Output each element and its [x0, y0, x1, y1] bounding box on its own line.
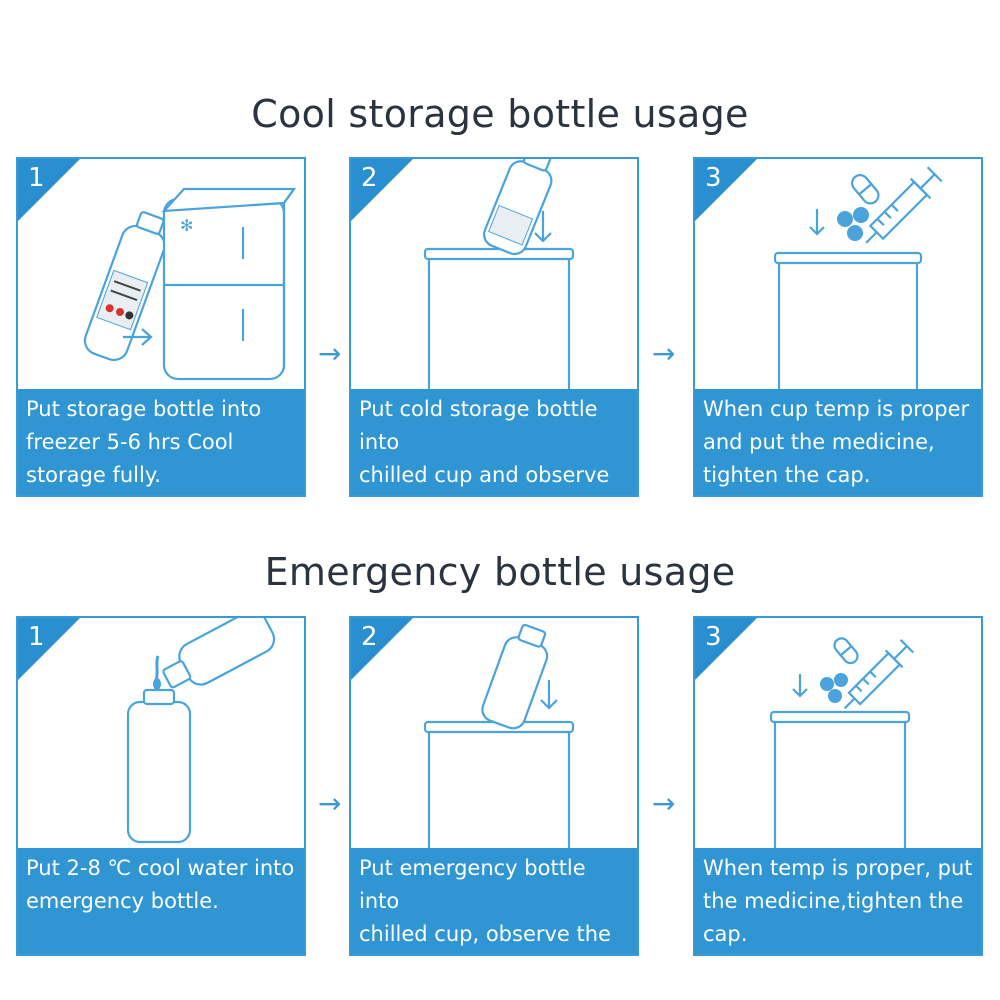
- bottle-icon: [126, 688, 192, 844]
- step-caption: When temp is proper, put the medicine,ti…: [695, 848, 981, 954]
- cool-step-3-panel: 3 When cup temp is proper and put the me…: [693, 157, 983, 497]
- cup-icon: [423, 247, 575, 399]
- down-arrow-icon: [534, 211, 552, 243]
- cup-icon: [773, 251, 923, 399]
- step-arrow-icon: →: [652, 787, 676, 820]
- section-title-cool-storage: Cool storage bottle usage: [251, 92, 749, 136]
- bottle-icon: [481, 623, 549, 730]
- step-arrow-icon: →: [652, 337, 676, 370]
- cool-step-2-panel: 2 Put cold storage bottle into chilled c…: [349, 157, 639, 497]
- emergency-step-3-panel: 3 When temp is proper, put the medicine,…: [693, 616, 983, 956]
- syringe-icon: [865, 166, 943, 244]
- right-arrow-icon: [123, 328, 153, 346]
- section-title-emergency: Emergency bottle usage: [264, 550, 736, 594]
- freezer-icon: ✻: [161, 187, 297, 381]
- emergency-step-2-illustration: [423, 623, 575, 858]
- step-arrow-icon: →: [318, 337, 342, 370]
- pour-bottle-icon: [162, 618, 276, 689]
- step-number: 1: [28, 622, 45, 652]
- step-caption: Put cold storage bottle into chilled cup…: [351, 389, 637, 495]
- tablet-icon: [837, 207, 869, 241]
- syringe-icon: [843, 638, 915, 710]
- cool-step-1-panel: ✻ 1 Put storage bottle into freezer 5-6 …: [16, 157, 306, 497]
- emergency-step-1-panel: 1 Put 2-8 ℃ cool water into emergency bo…: [16, 616, 306, 956]
- step-number: 1: [28, 163, 45, 193]
- tablet-icon: [820, 673, 848, 703]
- emergency-step-2-panel: 2 Put emergency bottle into chilled cup,…: [349, 616, 639, 956]
- emergency-step-1-illustration: [126, 618, 276, 844]
- pill-icon: [851, 174, 880, 205]
- bottle-icon: [482, 159, 553, 256]
- step-number: 2: [361, 622, 378, 652]
- step-number: 3: [705, 163, 722, 193]
- bottle-icon: [83, 211, 166, 362]
- step-arrow-icon: →: [318, 787, 342, 820]
- cool-step-3-illustration: [773, 166, 943, 399]
- pill-icon: [833, 637, 859, 665]
- down-arrow-icon: [809, 209, 825, 236]
- down-arrow-icon: [792, 674, 808, 698]
- svg-text:✻: ✻: [180, 216, 193, 235]
- cool-step-1-illustration: ✻: [83, 187, 297, 381]
- step-caption: Put storage bottle into freezer 5-6 hrs …: [18, 389, 304, 495]
- step-number: 2: [361, 163, 378, 193]
- down-arrow-icon: [540, 680, 558, 710]
- step-caption: Put emergency bottle into chilled cup, o…: [351, 848, 637, 954]
- cup-icon: [423, 720, 575, 858]
- step-caption: Put 2-8 ℃ cool water into emergency bott…: [18, 848, 304, 954]
- emergency-step-3-illustration: [769, 637, 915, 858]
- cup-icon: [769, 710, 911, 858]
- step-caption: When cup temp is proper and put the medi…: [695, 389, 981, 495]
- cool-step-2-illustration: [423, 159, 575, 399]
- step-number: 3: [705, 622, 722, 652]
